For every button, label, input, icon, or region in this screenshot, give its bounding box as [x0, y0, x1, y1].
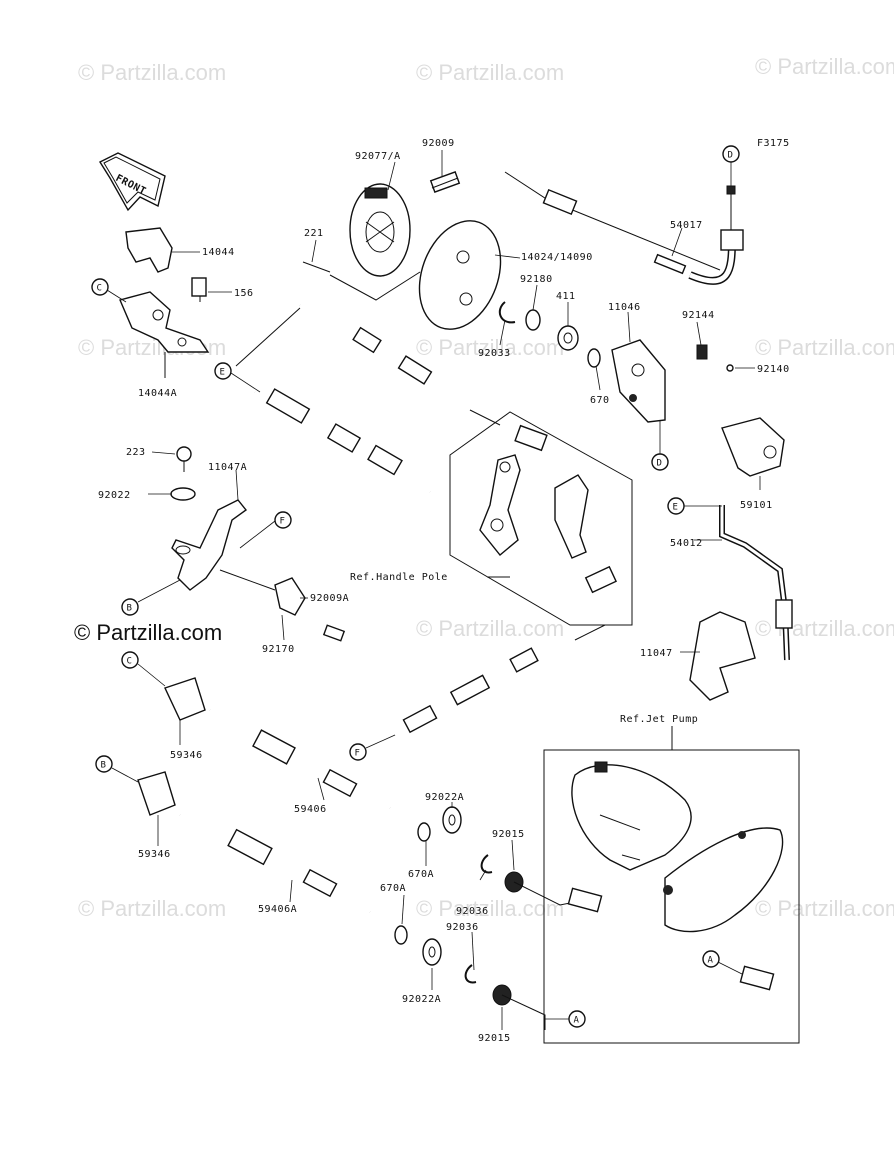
part-label: 92022 — [98, 490, 131, 501]
svg-text:B: B — [127, 604, 132, 614]
svg-text:B: B — [101, 761, 106, 771]
part-label: 92036 — [456, 906, 489, 917]
part-label: 92009 — [422, 138, 455, 149]
part-label: 54012 — [670, 538, 703, 549]
svg-text:D: D — [728, 151, 733, 161]
watermark: © Partzilla.com — [78, 896, 226, 921]
part-label: 11046 — [608, 302, 641, 313]
svg-text:F: F — [355, 749, 360, 759]
jet-pump-parts — [567, 761, 784, 991]
part-label: 92144 — [682, 310, 715, 321]
watermark: © Partzilla.com — [416, 335, 564, 360]
part-label: 92180 — [520, 274, 553, 285]
right-parts — [689, 417, 793, 701]
handle-pole-parts — [479, 424, 617, 594]
part-label: 670 — [590, 395, 610, 406]
callout-d-top: D — [722, 145, 740, 163]
svg-text:F: F — [280, 517, 285, 527]
watermark: © Partzilla.com — [755, 896, 894, 921]
part-label: 59101 — [740, 500, 773, 511]
svg-text:A: A — [708, 956, 714, 966]
watermark-main: © Partzilla.com — [74, 620, 222, 645]
part-label: 59406 — [294, 804, 327, 815]
svg-text:A: A — [574, 1016, 580, 1026]
svg-text:E: E — [220, 368, 225, 378]
callout-e-left: E — [214, 362, 232, 380]
cable-main-lower — [393, 624, 606, 739]
watermark: © Partzilla.com — [416, 896, 564, 921]
front-arrow-icon: FRONT — [98, 152, 166, 212]
part-label: 14024/14090 — [521, 252, 593, 263]
part-label: 670A — [380, 883, 406, 894]
svg-text:E: E — [673, 503, 678, 513]
leader-lines — [148, 150, 761, 1030]
watermark: © Partzilla.com — [416, 60, 564, 85]
part-label: 92022A — [402, 994, 441, 1005]
part-label: 156 — [234, 288, 254, 299]
svg-text:D: D — [657, 459, 662, 469]
handle-assembly — [302, 171, 734, 423]
part-label: 54017 — [670, 220, 703, 231]
callout-f-lower: F — [349, 743, 367, 761]
part-label: 92077/A — [355, 151, 401, 162]
part-label: 92015 — [492, 829, 525, 840]
bracket-11047A — [170, 446, 346, 642]
cable-54017 — [504, 171, 744, 285]
part-label: 59346 — [170, 750, 203, 761]
ref-jet-pump: Ref.Jet Pump — [620, 714, 698, 725]
part-label: 14044A — [138, 388, 177, 399]
part-label: 59346 — [138, 849, 171, 860]
callout-a-outer: A — [568, 1010, 586, 1028]
handle-pole-ref-box — [449, 411, 633, 626]
part-label: 670A — [408, 869, 434, 880]
part-label: 92036 — [446, 922, 479, 933]
bracket-parts-left — [119, 227, 210, 378]
callout-circles: C E D D E F B C B F A A — [91, 145, 740, 1028]
watermark: © Partzilla.com — [78, 60, 226, 85]
part-label: 92170 — [262, 644, 295, 655]
part-label: 411 — [556, 291, 576, 302]
part-label: 11047 — [640, 648, 673, 659]
part-label: 223 — [126, 447, 146, 458]
watermark: © Partzilla.com — [416, 616, 564, 641]
callout-b-lower: B — [95, 755, 113, 773]
svg-text:C: C — [127, 657, 132, 667]
callout-c-lower: C — [121, 651, 139, 669]
watermark: © Partzilla.com — [755, 335, 894, 360]
callout-b-upper: B — [121, 598, 139, 616]
callout-f-upper: F — [274, 511, 292, 529]
part-label: 14044 — [202, 247, 235, 258]
part-label: 92015 — [478, 1033, 511, 1044]
callout-a-inner: A — [702, 950, 720, 968]
part-label: 59406A — [258, 904, 297, 915]
ref-handle-pole: Ref.Handle Pole — [350, 572, 448, 583]
diagram-code: F3175 — [757, 138, 790, 149]
part-label: 11047A — [208, 462, 247, 473]
lower-cables — [137, 677, 392, 916]
callout-e-right: E — [667, 497, 685, 515]
part-label: 92033 — [478, 348, 511, 359]
cable-main-upper — [235, 302, 501, 496]
part-label: 92022A — [425, 792, 464, 803]
watermark: © Partzilla.com — [755, 54, 894, 79]
watermark-layer: © Partzilla.com © Partzilla.com © Partzi… — [74, 54, 894, 921]
callout-c-upper: C — [91, 278, 109, 296]
part-label: 92009A — [310, 593, 349, 604]
svg-text:C: C — [97, 284, 102, 294]
part-label: 92140 — [757, 364, 790, 375]
part-labels: 92009 92077/A 221 14024/14090 92180 411 … — [98, 138, 790, 1044]
part-label: 221 — [304, 228, 324, 239]
lower-hardware — [394, 806, 586, 1030]
callout-d-lower: D — [651, 453, 669, 471]
